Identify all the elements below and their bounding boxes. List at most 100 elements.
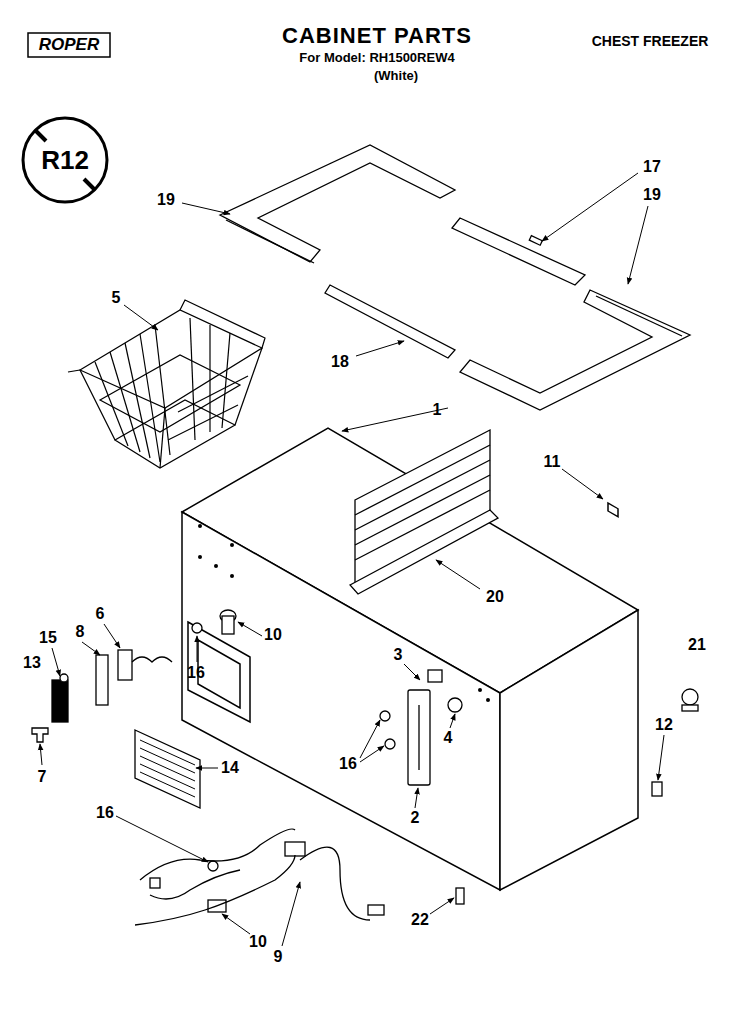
logo-frame-part <box>28 33 110 57</box>
hardware-part <box>60 674 68 682</box>
leader-lines-part <box>52 648 60 676</box>
leader-lines-part <box>360 720 380 758</box>
callout-number: 19 <box>155 190 177 210</box>
wire-basket-part <box>235 348 262 425</box>
callout-number: 16 <box>337 754 359 774</box>
wire-basket <box>68 300 265 468</box>
callout-number: 14 <box>219 758 241 778</box>
hardware-part <box>32 728 48 742</box>
callout-number: 17 <box>641 157 663 177</box>
wire-basket-part <box>140 334 160 462</box>
leader-lines-part <box>104 624 120 648</box>
no-r12-symbol-part <box>84 179 95 190</box>
leader-lines-part <box>628 206 648 284</box>
hardware-part <box>385 739 395 749</box>
lid-frame-part <box>529 236 542 246</box>
brand-logo: ROPER <box>37 35 101 56</box>
hardware-part <box>132 657 172 662</box>
leader-lines-part <box>658 735 664 780</box>
callout-number: 6 <box>94 604 107 624</box>
leader-lines-part <box>342 408 448 431</box>
leader-lines-part <box>360 746 384 762</box>
hardware-part <box>96 655 108 705</box>
callout-number: 13 <box>21 653 43 673</box>
lid-frame <box>220 145 690 410</box>
refrigerant-mark: R12 <box>39 145 91 176</box>
leader-lines-part <box>238 622 262 636</box>
divider-part <box>355 430 490 590</box>
divider-part <box>355 460 490 530</box>
hardware-part <box>682 705 698 711</box>
hardware-part <box>192 623 202 633</box>
hardware-part <box>52 680 68 722</box>
leader-lines-part <box>542 173 638 241</box>
cabinet-holes-part <box>214 564 218 568</box>
wire-basket-part <box>115 400 235 468</box>
callout-number: 20 <box>484 587 506 607</box>
lid-frame-part <box>460 290 690 410</box>
cabinet-holes-part <box>486 698 490 702</box>
wiring-harness-part <box>285 842 305 856</box>
hardware-part <box>118 650 132 680</box>
wire-basket-part <box>160 408 165 468</box>
grille-slats-part <box>140 764 195 789</box>
wire-basket-part <box>125 343 150 458</box>
leader-lines-part <box>182 203 230 214</box>
leader-lines-part <box>82 642 100 655</box>
callout-number: 3 <box>392 645 405 665</box>
hardware <box>32 610 698 904</box>
lid-frame-part <box>226 220 314 263</box>
callout-number: 10 <box>247 932 269 952</box>
hardware-part <box>135 730 200 808</box>
lid-frame-part <box>596 296 682 336</box>
wiring-harness-part <box>300 847 370 920</box>
hardware-part <box>408 690 430 785</box>
logo-frame <box>28 33 110 57</box>
leader-lines-part <box>562 469 603 499</box>
wiring-harness-part <box>368 905 384 915</box>
lid-frame-part <box>220 145 455 262</box>
hardware-part <box>682 689 698 705</box>
callout-number: 18 <box>329 352 351 372</box>
leader-lines-part <box>196 768 218 769</box>
wire-basket-part <box>80 370 115 440</box>
callout-number: 9 <box>272 947 285 967</box>
wire-basket-part <box>190 318 195 440</box>
hardware-part <box>448 698 462 712</box>
hardware-part <box>652 782 662 796</box>
wire-basket-part <box>209 325 210 432</box>
wiring-harness-part <box>150 870 240 899</box>
cabinet-holes-part <box>230 574 234 578</box>
lid-frame-part <box>452 218 585 285</box>
divider <box>350 430 498 594</box>
hardware-part <box>456 888 464 904</box>
no-r12-symbol <box>23 118 107 202</box>
leader-lines-part <box>450 714 455 728</box>
wire-basket-part <box>155 325 170 455</box>
divider-part <box>355 490 490 560</box>
hardware-part <box>418 705 419 770</box>
divider-part <box>355 475 490 545</box>
leader-lines-part <box>116 816 208 862</box>
wire-basket-part <box>100 355 240 432</box>
product-type: CHEST FREEZER <box>590 33 711 50</box>
leader-lines <box>40 173 664 946</box>
grille-slats-part <box>140 740 195 765</box>
wiring-harness-part <box>150 878 160 888</box>
leader-lines-part <box>404 664 420 680</box>
callout-number: 11 <box>542 452 563 472</box>
grille-slats-part <box>140 772 195 797</box>
cabinet-part <box>608 503 618 517</box>
cabinet-holes-part <box>198 555 202 559</box>
callout-number: 22 <box>409 910 431 930</box>
callout-number: 8 <box>74 622 87 642</box>
leader-lines-part <box>222 914 250 934</box>
leader-lines-part <box>40 744 42 765</box>
callout-number: 15 <box>37 628 59 648</box>
callout-number: 4 <box>442 728 455 748</box>
wiring-harness <box>135 829 384 925</box>
wiring-harness-part <box>208 900 226 912</box>
hardware-part <box>222 616 234 634</box>
model-line: For Model: RH1500REW4 <box>297 50 456 66</box>
